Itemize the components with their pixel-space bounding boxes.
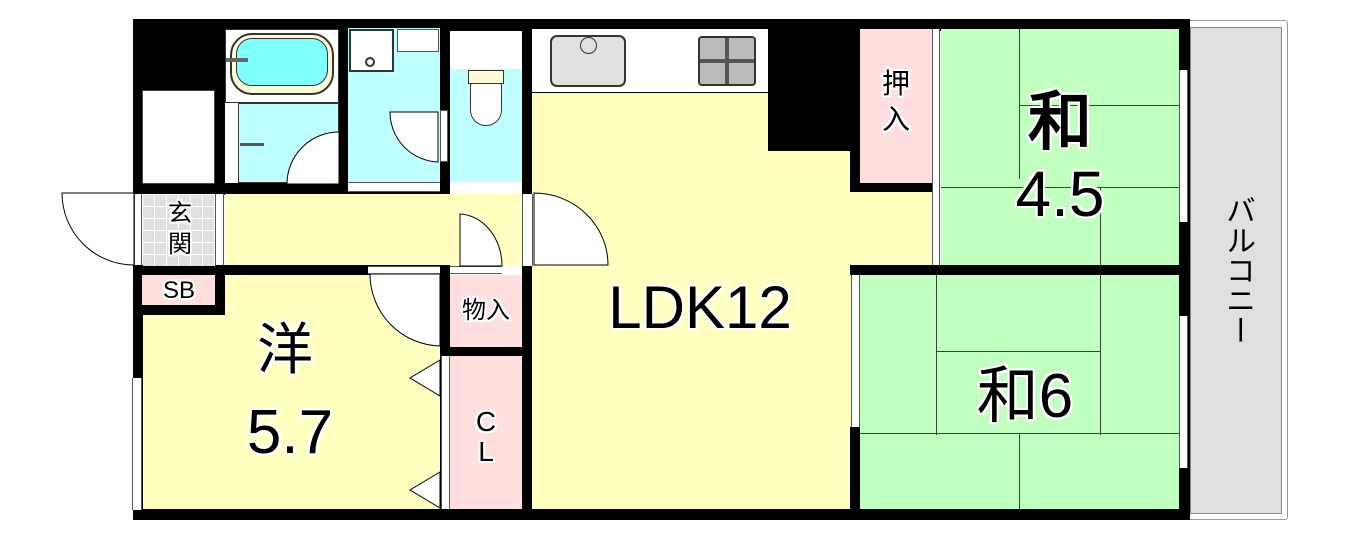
bath-faucet-icon: [226, 58, 248, 62]
ldk-door-icon: [533, 192, 609, 266]
western-room-door-icon: [369, 273, 441, 347]
entrance: [142, 194, 215, 266]
balcony-floor: [1190, 27, 1282, 514]
closet-door-strip: [441, 356, 450, 509]
wall-japanese-divider: [850, 265, 1190, 275]
japanese-room-4-5-kanji: 和: [1028, 86, 1092, 158]
oshiire: [860, 29, 932, 183]
outer-wall-bottom: [133, 509, 1190, 520]
washroom-sliding-door: [348, 182, 440, 192]
tatami-line: [941, 187, 1179, 188]
closet-label-c: C: [475, 406, 497, 437]
tatami-line: [936, 275, 937, 435]
wall-closet-right: [522, 265, 532, 520]
gas-stove-icon: [698, 36, 756, 86]
japanese-room-6-window: [1179, 316, 1188, 468]
bathtub-water: [236, 38, 328, 86]
japanese-room-6-label: 和6: [976, 362, 1074, 431]
western-room-window: [132, 378, 142, 510]
shower-faucet-icon: [240, 143, 264, 146]
ldk-label: LDK12: [608, 274, 792, 341]
tatami-line: [936, 351, 1100, 352]
shower-strip: [225, 103, 239, 183]
storage: [450, 275, 522, 347]
entrance-wall-strip-r: [215, 194, 224, 266]
japanese-room-4-5-size: 4.5: [1015, 158, 1105, 230]
oshiire-label-2: 入: [881, 103, 910, 136]
closet-label-l: L: [478, 436, 494, 467]
wall-ldk-japanese6: [850, 427, 860, 520]
washbasin-icon: [397, 29, 439, 52]
storage-label: 物入: [462, 296, 510, 324]
ldk-extension: [852, 191, 932, 267]
japanese-room-6-sliding-door: [851, 275, 860, 427]
western-room-kanji: 洋: [257, 318, 313, 381]
toilet-icon: [470, 80, 502, 126]
wall-kitchen-pillar-2: [850, 19, 862, 191]
storage-door-icon: [459, 213, 503, 267]
shoe-box-over: [142, 275, 215, 305]
japanese-room-4-5: [941, 29, 1179, 265]
wall-toilet-right: [522, 19, 534, 195]
oshiire-label-1: 押: [881, 67, 910, 100]
washroom-door-frame: [440, 110, 448, 162]
balcony-label: バルコニー: [1220, 195, 1255, 345]
wall-kitchen-pillar: [768, 19, 850, 151]
tatami-line: [1100, 187, 1101, 265]
tatami-line: [1100, 275, 1101, 435]
hallway-wall-bottom: [135, 265, 445, 275]
tatami-line: [1019, 105, 1179, 106]
entrance-label-1: 玄: [168, 199, 192, 227]
toilet-tank: [468, 70, 504, 84]
bathroom-door-icon: [286, 131, 340, 185]
shoe-box-label-over: SB: [162, 277, 195, 304]
entrance-label-2: 関: [168, 230, 192, 258]
western-room-size: 5.7: [246, 398, 334, 467]
ldk-door-strip: [522, 194, 533, 266]
storage-white-box: [142, 90, 215, 184]
sink-drain-icon: [580, 37, 597, 54]
front-door-icon: [61, 192, 135, 266]
washroom-door-icon: [389, 111, 439, 163]
wall-storage-bottom: [440, 347, 532, 356]
wall-oshiire-bottom: [850, 183, 935, 192]
tatami-line: [1019, 433, 1020, 509]
closet: [450, 356, 522, 509]
drain-icon: [365, 57, 375, 67]
western-room-door-frame: [368, 266, 440, 274]
japanese-room-4-5-window: [1179, 70, 1188, 222]
oshiire-sliding-door: [932, 29, 940, 269]
tatami-line: [1019, 29, 1020, 179]
closet-door-icon: [409, 359, 441, 509]
